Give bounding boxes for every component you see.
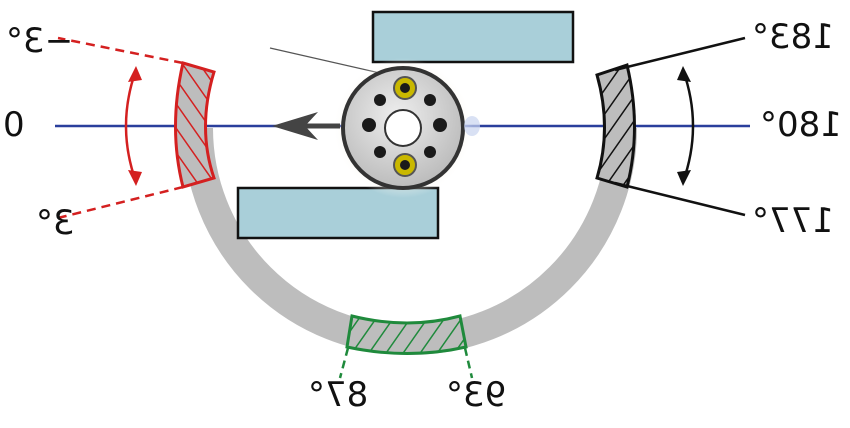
right-range-arrow (681, 69, 695, 183)
bottom-dashed-right (463, 347, 474, 379)
label-left-mid: 0° (0, 105, 25, 145)
label-bottom-right: 93° (446, 375, 507, 415)
label-right-mid: 180° (760, 105, 842, 145)
label-left-bottom: 3° (36, 203, 75, 243)
right-arrowhead-bottom (677, 170, 691, 186)
left-dashed-bottom (57, 185, 184, 220)
label-right-bottom: 177° (752, 201, 834, 241)
bottom-dashed-left (338, 347, 350, 379)
left-range-arrow (124, 69, 138, 183)
left-detector-window (174, 61, 216, 189)
right-arrowhead-top (677, 66, 691, 82)
beam-exit-glow (464, 116, 480, 136)
left-arrowhead-top (128, 66, 142, 82)
left-dashed-top (57, 36, 184, 65)
label-right-top: 183° (752, 17, 834, 57)
right-line-bottom (614, 181, 746, 217)
left-arrowhead-bottom (128, 170, 142, 186)
bottom-detector-window (345, 314, 468, 355)
arrow-left-icon (272, 112, 340, 140)
sample-holder-icon (333, 58, 473, 198)
label-bottom-left: 87° (308, 375, 369, 415)
right-detector-window (595, 63, 636, 189)
upper-plate (371, 10, 575, 64)
label-left-top: −3° (6, 21, 74, 61)
right-line-top (614, 36, 746, 72)
